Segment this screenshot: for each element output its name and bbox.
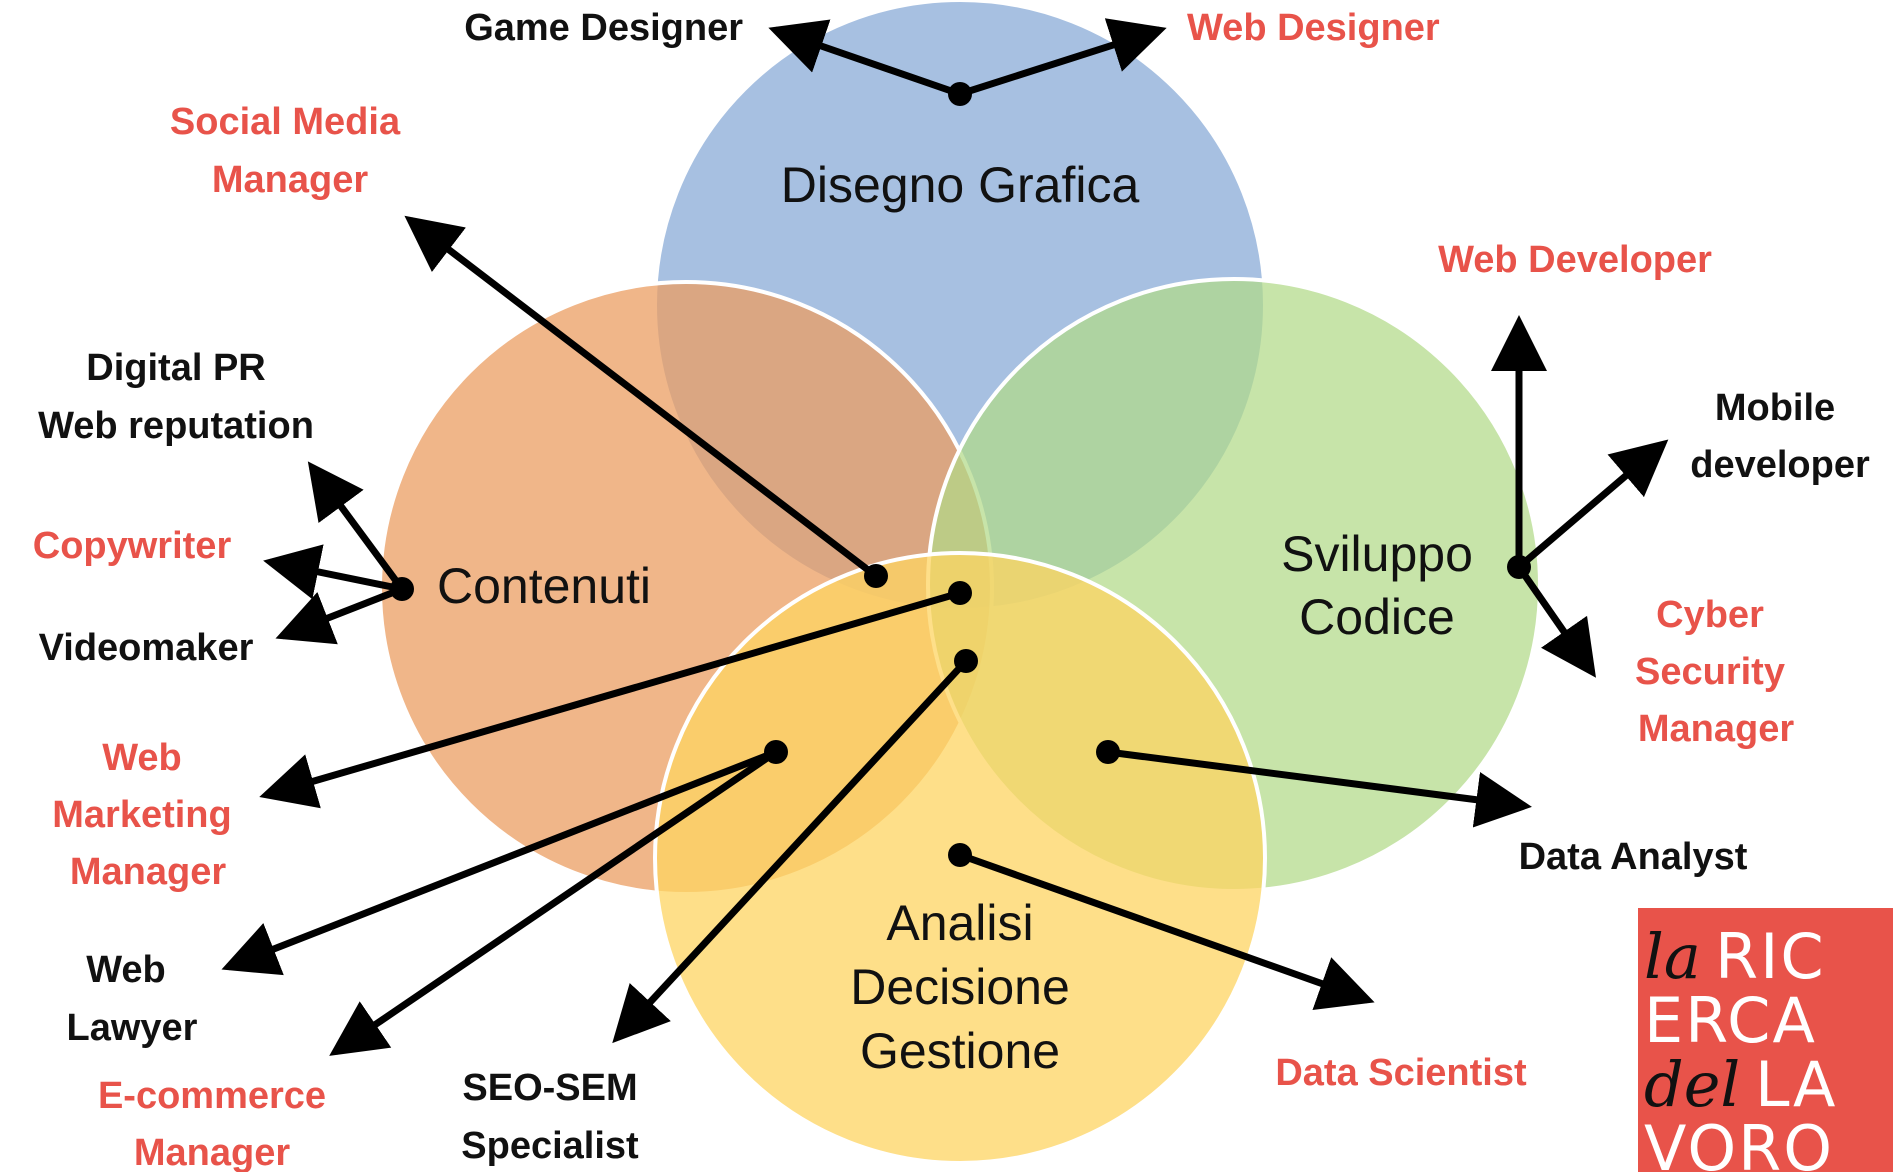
logo-ric: RIC (1715, 920, 1826, 993)
logo-voro: VORO (1644, 1112, 1834, 1172)
arrow-game-designer (768, 19, 962, 98)
dot-content (390, 577, 414, 601)
code-area-label-line1: Sviluppo (1281, 526, 1473, 582)
role-digital-pr-line1: Digital PR (86, 347, 265, 389)
analysis-area-label-line2: Decisione (850, 959, 1070, 1015)
logo-script-la: la (1644, 920, 1701, 993)
analysis-area-label-line1: Analisi (886, 895, 1033, 951)
role-web-designer: Web Designer (1187, 7, 1440, 49)
dot-center (948, 581, 972, 605)
arrow-web-marketing-manager (259, 589, 961, 809)
arrow-ecommerce-manager (329, 749, 778, 1056)
arrow-seo-sem (612, 658, 969, 1044)
role-data-scientist: Data Scientist (1275, 1052, 1527, 1094)
dot-center-lower (954, 649, 978, 673)
logo-la: LA (1755, 1048, 1837, 1121)
role-cyber-security-line3: Manager (1638, 708, 1794, 750)
role-mobile-developer-line2: developer (1690, 444, 1870, 486)
arrow-videomaker (275, 585, 404, 645)
dot-content-analysis (764, 740, 788, 764)
role-seo-sem-line1: SEO-SEM (462, 1067, 637, 1109)
logo-background (1638, 908, 1893, 1172)
role-web-developer: Web Developer (1438, 239, 1712, 281)
role-social-media-manager-line2: Manager (212, 159, 368, 201)
dot-design-content (864, 564, 888, 588)
arrow-data-scientist (958, 851, 1375, 1010)
role-ecommerce-line1: E-commerce (98, 1075, 326, 1117)
dot-code (1507, 555, 1531, 579)
role-web-lawyer-line2: Lawyer (67, 1007, 198, 1049)
logo-erca: ERCA (1644, 984, 1817, 1057)
role-web-marketing-line1: Web (102, 737, 182, 779)
arrow-copywriter (263, 544, 403, 600)
role-web-lawyer-line1: Web (86, 949, 166, 991)
origin-dots (390, 82, 1531, 867)
arrow-data-analyst (1107, 748, 1532, 828)
arrow-social-media-manager (404, 215, 879, 579)
role-seo-sem-line2: Specialist (461, 1125, 639, 1167)
role-videomaker: Videomaker (39, 627, 254, 669)
dot-analysis (948, 843, 972, 867)
arrow-cyber-security (1516, 565, 1596, 678)
content-area-label: Contenuti (437, 558, 651, 614)
la-ricerca-del-lavoro-logo: la RIC ERCA del LA VORO (1638, 908, 1893, 1172)
arrow-digital-pr (307, 461, 405, 592)
role-ecommerce-line2: Manager (134, 1132, 290, 1172)
design-area-label: Disegno Grafica (781, 157, 1140, 213)
role-data-analyst: Data Analyst (1519, 836, 1748, 878)
analysis-area-label-line3: Gestione (860, 1023, 1060, 1079)
role-web-marketing-line3: Manager (70, 851, 226, 893)
arrow-mobile-developer (1516, 439, 1669, 570)
role-cyber-security-line2: Security (1635, 651, 1785, 693)
role-web-marketing-line2: Marketing (52, 794, 231, 836)
arrow-web-designer (958, 18, 1167, 98)
role-copywriter: Copywriter (33, 525, 232, 567)
dot-code-analysis (1096, 740, 1120, 764)
logo-script-del: del (1644, 1048, 1740, 1121)
role-mobile-developer-line1: Mobile (1715, 387, 1835, 429)
arrow-web-lawyer (221, 748, 778, 976)
role-digital-pr-line2: Web reputation (38, 405, 314, 447)
code-area-label-line2: Codice (1299, 589, 1455, 645)
dot-design (948, 82, 972, 106)
connector-arrows (221, 18, 1669, 1056)
role-game-designer: Game Designer (464, 7, 743, 49)
role-social-media-manager-line1: Social Media (170, 101, 401, 143)
role-cyber-security-line1: Cyber (1656, 594, 1764, 636)
